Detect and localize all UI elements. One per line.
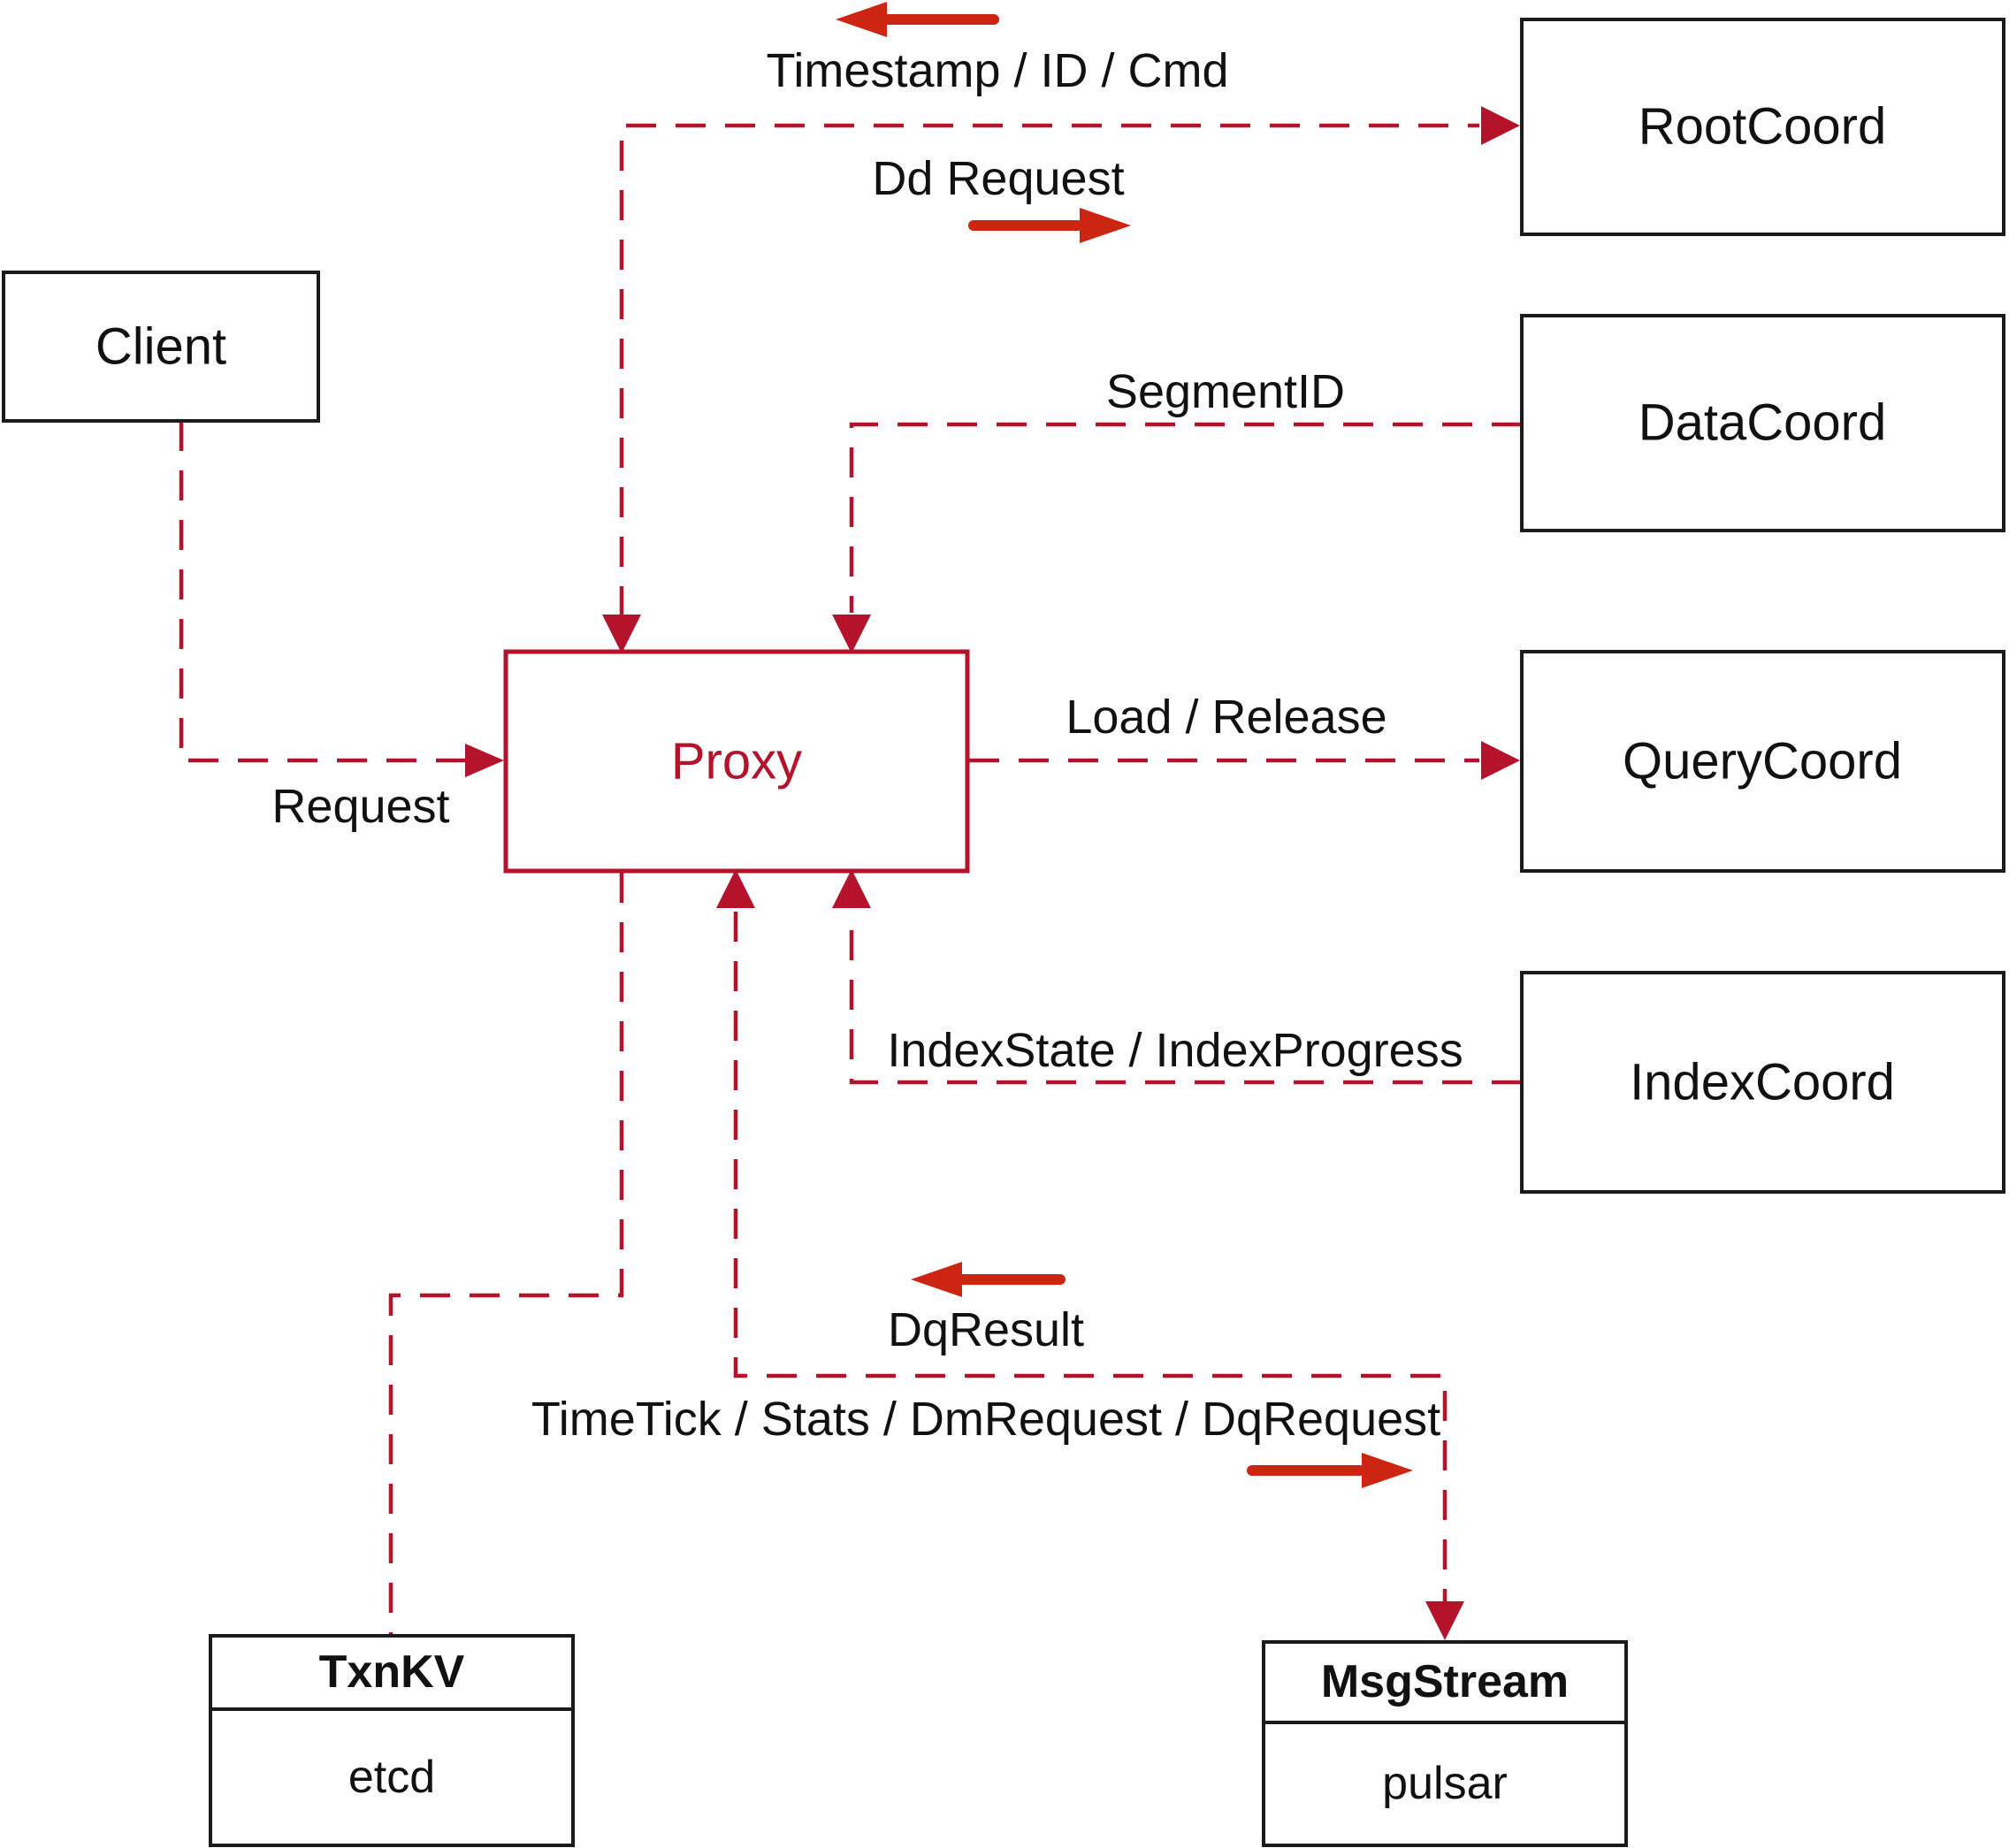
arrow-head <box>911 1262 962 1297</box>
datacoord-label: DataCoord <box>1639 394 1886 452</box>
edge-arrowheads <box>465 106 1520 1640</box>
msgstream-box <box>1262 1640 1628 1847</box>
dd-request-label: Dd Request <box>872 152 1124 205</box>
arrow-shaft <box>968 220 1083 231</box>
rootcoord-label: RootCoord <box>1639 98 1886 156</box>
querycoord-label: QueryCoord <box>1623 733 1902 790</box>
arrow-head <box>1362 1453 1413 1488</box>
edge-indexcoord-to-proxy <box>849 912 1522 1085</box>
node-boxes <box>2 18 2005 1847</box>
txnkv-title: TxnKV <box>319 1646 465 1698</box>
indexstate-indexprogress-label: IndexState / IndexProgress <box>887 1024 1463 1077</box>
datacoord-box <box>1520 314 2005 532</box>
arrow-shaft <box>882 14 999 25</box>
arrow-head <box>1080 208 1131 243</box>
dashed-edges <box>179 123 1522 1634</box>
arrowhead-into-querycoord-icon <box>1481 741 1520 780</box>
indexcoord-label: IndexCoord <box>1630 1054 1895 1111</box>
arrowhead-into-proxy-bottom-mid-icon <box>716 869 755 908</box>
client-box <box>2 271 320 423</box>
arrow-shaft <box>958 1274 1066 1285</box>
edge-proxy-msgstream <box>733 912 1448 1601</box>
edge-datacoord-to-proxy <box>849 422 1522 613</box>
querycoord-box <box>1520 650 2005 873</box>
proxy-label: Proxy <box>671 733 802 790</box>
direction-arrows <box>836 2 1413 1488</box>
arrowhead-into-rootcoord-icon <box>1481 106 1520 145</box>
load-release-label: Load / Release <box>1066 691 1386 744</box>
msgstream-title: MsgStream <box>1321 1656 1569 1707</box>
arrowhead-into-proxy-left-icon <box>465 744 504 777</box>
arrowhead-into-msgstream-icon <box>1425 1601 1464 1640</box>
request-label: Request <box>271 780 449 833</box>
arrow-right-dd-request-icon <box>968 208 1131 243</box>
proxy-box <box>503 649 970 874</box>
rootcoord-box <box>1520 18 2005 236</box>
timestamp-id-cmd-label: Timestamp / ID / Cmd <box>766 44 1228 97</box>
arrow-head <box>836 2 887 37</box>
dqresult-label: DqResult <box>888 1303 1084 1356</box>
arrowhead-into-proxy-bottom-right-icon <box>832 869 871 908</box>
labels: Client RootCoord DataCoord QueryCoord In… <box>95 44 1902 1809</box>
arrow-right-timetick-icon <box>1247 1453 1413 1488</box>
arrowhead-into-proxy-top-right-icon <box>832 615 871 653</box>
edge-proxy-rootcoord <box>619 123 1479 616</box>
arrow-left-timestamp-icon <box>836 2 999 37</box>
arrowhead-into-proxy-top-left-icon <box>602 615 641 653</box>
msgstream-impl: pulsar <box>1382 1758 1508 1809</box>
client-label: Client <box>95 318 226 376</box>
edge-client-to-proxy <box>179 421 493 763</box>
txnkv-impl: etcd <box>348 1752 435 1803</box>
indexcoord-box <box>1520 971 2005 1194</box>
arrow-left-dqresult-icon <box>911 1262 1066 1297</box>
timetick-stats-label: TimeTick / Stats / DmRequest / DqRequest <box>531 1393 1440 1446</box>
segmentid-label: SegmentID <box>1106 365 1345 418</box>
edge-proxy-to-txnkv <box>388 873 624 1634</box>
txnkv-box <box>209 1634 575 1847</box>
arrow-shaft <box>1247 1465 1365 1476</box>
